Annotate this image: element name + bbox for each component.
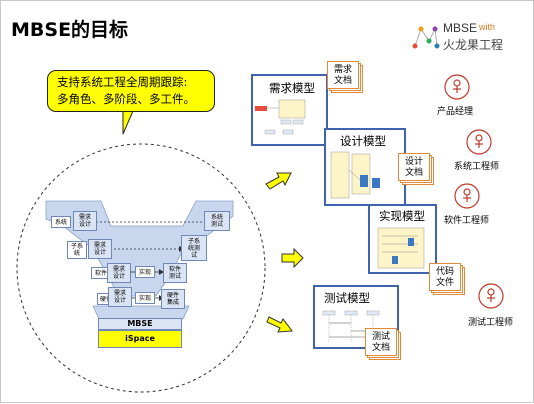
- v-node-implement-sw: 实现: [135, 266, 155, 278]
- role-label-product-manager: 产品经理: [437, 107, 474, 117]
- mbse-platform: MBSE: [98, 318, 182, 330]
- role-icon-test-engineer: [478, 283, 504, 309]
- panel-title-impl: 实现模型: [379, 209, 425, 223]
- test-model-thumbnail: [322, 310, 380, 343]
- v-node-system-test: 系统 测试: [204, 211, 230, 231]
- panel-title-design: 设计模型: [340, 134, 386, 148]
- panel-title-req: 需求模型: [269, 81, 315, 95]
- v-node-subsystem: 子系 统: [67, 241, 87, 259]
- panel-design-model: 设计模型: [324, 128, 406, 206]
- role-icon-systems-engineer: [466, 129, 492, 155]
- v-node-subsystem-test: 子系 统测 试: [181, 235, 207, 261]
- impl-model-thumbnail: [377, 227, 425, 269]
- role-label-software-engineer: 软件工程师: [444, 216, 490, 226]
- v-node-hardware-req: 需求 设计: [108, 287, 132, 307]
- doc-requirement: 需求 文档: [327, 61, 363, 93]
- arrow-to-models-2: [281, 247, 304, 269]
- doc-design: 设计 文档: [398, 153, 434, 185]
- doc-text-req: 需求 文档: [333, 65, 352, 86]
- v-base: [92, 305, 190, 320]
- v-node-software-req: 需求 设计: [107, 263, 131, 283]
- panel-implementation-model: 实现模型: [368, 204, 437, 274]
- v-node-software-test: 软件 测试: [163, 263, 187, 283]
- doc-code: 代码 文件: [429, 263, 465, 295]
- logo-subtitle: 火龙果工程: [443, 38, 504, 52]
- doc-text-design: 设计 文档: [404, 157, 423, 178]
- doc-text-test: 测试 文档: [371, 332, 390, 353]
- callout-line-1: 支持系统工程全周期跟踪:: [57, 75, 188, 89]
- arrow-to-models-3: [266, 316, 293, 333]
- ispace-platform: iSpace: [98, 330, 182, 348]
- role-label-test-engineer: 测试工程师: [468, 318, 514, 328]
- panel-requirement-model: 需求模型: [251, 74, 328, 146]
- scope-circle: [16, 143, 266, 393]
- logo-text: MBSE: [443, 21, 478, 35]
- design-model-thumbnail: [330, 151, 380, 199]
- role-icon-software-engineer: [454, 183, 480, 209]
- logo-with: with: [479, 22, 496, 32]
- role-label-systems-engineer: 系统工程师: [454, 162, 500, 172]
- logo-icon: [412, 26, 440, 49]
- callout-line-2: 多角色、多阶段、多工件。: [57, 92, 195, 106]
- v-node-system-req: 需求 设计: [73, 211, 97, 231]
- req-model-thumbnail: [255, 99, 306, 135]
- panel-title-test: 测试模型: [324, 291, 370, 305]
- doc-text-code: 代码 文件: [435, 267, 454, 288]
- callout-bubble: 支持系统工程全周期跟踪: 多角色、多阶段、多工件。: [47, 70, 215, 112]
- v-node-hardware-integration: 硬件 集成: [161, 289, 185, 309]
- role-icon-product-manager: [444, 74, 470, 100]
- page-title: MBSE的目标: [11, 19, 129, 41]
- v-node-subsystem-req: 需求 设计: [88, 239, 112, 259]
- arrow-to-models-1: [265, 172, 292, 190]
- v-node-system: 系统: [51, 216, 71, 228]
- v-node-implement-hw: 实现: [135, 292, 155, 304]
- doc-test: 测试 文档: [365, 328, 401, 360]
